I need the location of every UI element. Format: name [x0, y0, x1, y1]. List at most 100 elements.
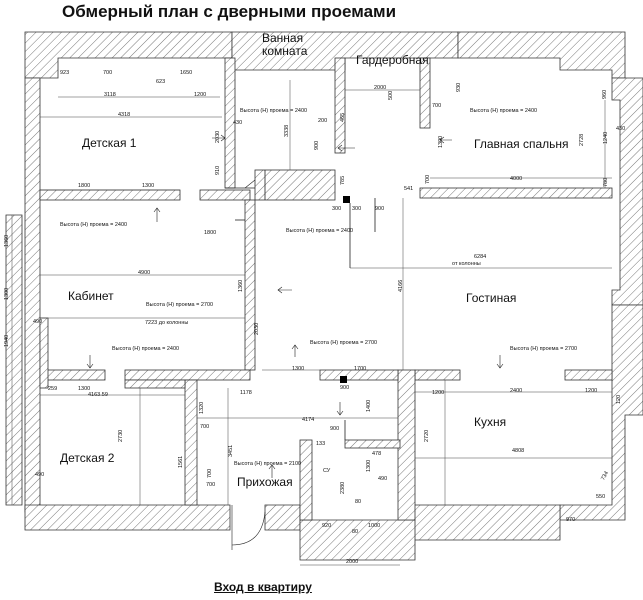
- svg-text:2030: 2030: [215, 131, 221, 143]
- svg-text:1000: 1000: [368, 523, 380, 529]
- svg-text:2720: 2720: [424, 430, 430, 442]
- svg-text:3451: 3451: [228, 445, 234, 457]
- svg-text:2030: 2030: [254, 323, 260, 335]
- svg-text:490: 490: [33, 319, 42, 325]
- wall-bedroom-living: [419, 187, 613, 199]
- wall-living-kitchen-b: [564, 369, 613, 381]
- svg-text:785: 785: [340, 176, 346, 185]
- svg-text:1800: 1800: [204, 230, 216, 236]
- wall-bay-left: [39, 317, 49, 389]
- svg-text:490: 490: [378, 476, 387, 482]
- svg-text:1700: 1700: [354, 366, 366, 372]
- wall-bath-corridor: [254, 169, 336, 201]
- svg-text:300: 300: [352, 206, 361, 212]
- room-label-kitchen: Кухня: [474, 415, 506, 429]
- svg-text:80: 80: [355, 499, 361, 505]
- column: [340, 376, 347, 383]
- svg-text:4166: 4166: [398, 280, 404, 292]
- svg-text:80: 80: [352, 529, 358, 535]
- wall-kids1-office: [39, 189, 181, 201]
- dimension-lines: [11, 80, 612, 566]
- svg-text:300: 300: [332, 206, 341, 212]
- wall-right: [611, 77, 643, 306]
- dimension-labels: 923 700 1650 623 3118 1200 4318 430 3338…: [4, 70, 625, 565]
- wall-bottom-left: [24, 504, 231, 531]
- outer-walls: [5, 31, 643, 561]
- svg-text:259: 259: [48, 386, 57, 392]
- svg-text:700: 700: [103, 70, 112, 76]
- room-label-living: Гостиная: [466, 291, 516, 305]
- svg-text:2000: 2000: [374, 85, 386, 91]
- wall-hall-bottom: [264, 504, 301, 531]
- svg-text:1940: 1940: [4, 335, 10, 347]
- svg-text:700: 700: [425, 175, 431, 184]
- svg-text:200: 200: [318, 118, 327, 124]
- svg-text:623: 623: [156, 79, 165, 85]
- svg-text:4808: 4808: [512, 448, 524, 454]
- room-label-bath-2: комната: [262, 44, 308, 58]
- svg-text:700: 700: [206, 482, 215, 488]
- svg-text:2728: 2728: [579, 134, 585, 146]
- room-label-bath-1: Ванная: [262, 31, 303, 45]
- room-label-hall: Прихожая: [237, 475, 293, 489]
- svg-text:120: 120: [616, 395, 622, 404]
- entrance-label: Вход в квартиру: [214, 580, 312, 594]
- wall-bath-wardrobe: [334, 57, 346, 154]
- wall-wc-bottom: [299, 519, 416, 561]
- wall-office-kids2-b: [124, 369, 251, 381]
- svg-text:1300: 1300: [438, 136, 444, 148]
- wall-top-left: [24, 31, 233, 79]
- svg-text:1360: 1360: [238, 280, 244, 292]
- svg-text:490: 490: [35, 472, 44, 478]
- room-label-kids2: Детская 2: [60, 451, 115, 465]
- wall-right-lower: [559, 304, 643, 521]
- svg-text:4000: 4000: [510, 176, 522, 182]
- svg-text:1178: 1178: [240, 390, 252, 396]
- wall-office-corridor: [244, 199, 256, 371]
- svg-text:4318: 4318: [118, 112, 130, 118]
- wall-living-kitchen: [414, 369, 461, 381]
- svg-text:900: 900: [375, 206, 384, 212]
- svg-text:430: 430: [233, 120, 242, 126]
- note-opening-height: Высота (Н) проема = 2700: [510, 346, 577, 352]
- note-column-distance: 7223 до колонны: [145, 320, 188, 326]
- svg-text:541: 541: [404, 186, 413, 192]
- svg-text:2000: 2000: [346, 559, 358, 565]
- wall-top-right: [457, 31, 626, 79]
- svg-text:4174: 4174: [302, 417, 314, 423]
- door-arrows: [86, 134, 504, 550]
- svg-text:1800: 1800: [78, 183, 90, 189]
- wall-office-kids2: [39, 369, 106, 381]
- svg-text:1200: 1200: [194, 92, 206, 98]
- svg-text:910: 910: [215, 166, 221, 175]
- note-opening-height: Высота (Н) проема = 2400: [60, 222, 127, 228]
- svg-text:1300: 1300: [292, 366, 304, 372]
- svg-text:920: 920: [322, 523, 331, 529]
- wall-hall-left: [184, 379, 198, 506]
- svg-text:1300: 1300: [142, 183, 154, 189]
- note-column-distance: от колонны: [452, 261, 481, 267]
- svg-text:1300: 1300: [78, 386, 90, 392]
- svg-text:734: 734: [600, 471, 610, 482]
- svg-text:1300: 1300: [4, 288, 10, 300]
- interior-walls: [39, 57, 613, 521]
- svg-text:960: 960: [602, 90, 608, 99]
- svg-text:430: 430: [616, 126, 625, 132]
- svg-text:970: 970: [566, 517, 575, 523]
- svg-text:1300: 1300: [366, 460, 372, 472]
- svg-text:700: 700: [207, 469, 213, 478]
- wall-kitchen-hall: [397, 369, 416, 521]
- svg-text:900: 900: [340, 385, 349, 391]
- svg-text:923: 923: [60, 70, 69, 76]
- svg-text:1400: 1400: [366, 400, 372, 412]
- svg-text:133: 133: [316, 441, 325, 447]
- wall-kids2-top: [124, 379, 186, 389]
- svg-text:465: 465: [340, 113, 346, 122]
- svg-text:930: 930: [456, 83, 462, 92]
- svg-text:3338: 3338: [284, 125, 290, 137]
- svg-text:1240: 1240: [603, 132, 609, 144]
- svg-text:478: 478: [372, 451, 381, 457]
- wall-left: [24, 77, 41, 513]
- note-opening-height: Высота (Н) проема = 2400: [470, 108, 537, 114]
